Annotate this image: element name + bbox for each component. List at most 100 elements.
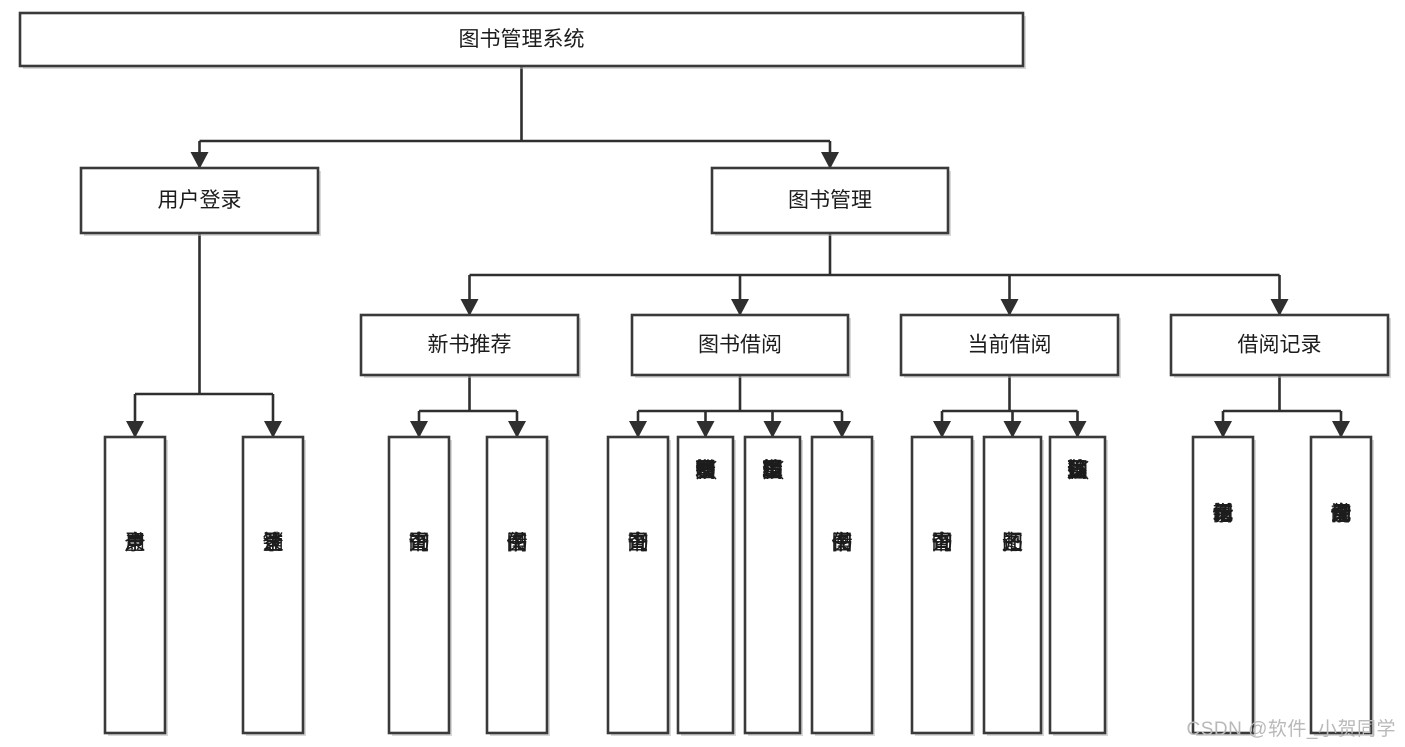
node-box[interactable] bbox=[79, 166, 320, 235]
nodes-layer: 图书管理系统用户登录图书管理新书推荐图书借阅当前借阅借阅记录用户登录用户登录注销… bbox=[18, 11, 1391, 736]
node-root[interactable]: 图书管理系统 bbox=[18, 11, 1026, 69]
node-label-char: 询 bbox=[628, 532, 649, 555]
node-box[interactable] bbox=[606, 435, 670, 735]
node-box[interactable] bbox=[810, 435, 874, 735]
node-box[interactable] bbox=[103, 435, 167, 735]
node-leaf-borrow-book[interactable]: 借阅图书借阅图书 bbox=[810, 435, 875, 736]
node-box[interactable] bbox=[1191, 435, 1255, 735]
node-leaf-query-book-rec[interactable]: 查询图书查询图书 bbox=[387, 435, 452, 736]
node-box[interactable] bbox=[1169, 313, 1390, 377]
node-box[interactable] bbox=[241, 435, 305, 735]
node-leaf-logout[interactable]: 注销登录注销登录 bbox=[241, 435, 306, 736]
node-label: 图书借阅 bbox=[698, 334, 782, 357]
node-label-char: 书 bbox=[628, 532, 649, 555]
arrow-head-icon bbox=[1332, 421, 1350, 438]
node-label-char: 查 bbox=[628, 532, 649, 555]
node-label: 图书管理 bbox=[788, 189, 872, 212]
node-label: 新书推荐 bbox=[428, 334, 512, 357]
node-label-char: 阅 bbox=[1213, 503, 1234, 526]
node-label: 图书管理系统 bbox=[459, 28, 585, 51]
node-box[interactable] bbox=[1309, 435, 1373, 735]
node-current-borrow[interactable]: 当前借阅 bbox=[899, 313, 1121, 378]
node-label-char: 录 bbox=[125, 532, 146, 555]
arrow-head-icon bbox=[460, 299, 479, 316]
node-label-char: 还 bbox=[1002, 532, 1023, 555]
node-box[interactable] bbox=[676, 435, 735, 735]
node-box[interactable] bbox=[910, 435, 974, 735]
node-label-char: 管 bbox=[1067, 459, 1088, 482]
arrow-head-icon bbox=[190, 152, 209, 169]
node-box[interactable] bbox=[485, 435, 549, 735]
node-label-char: ） bbox=[1066, 460, 1089, 481]
arrow-head-icon bbox=[763, 421, 782, 438]
node-label-char: 确 bbox=[1067, 459, 1088, 482]
node-label-char: 登 bbox=[263, 532, 284, 555]
node-box[interactable] bbox=[630, 313, 850, 377]
node-label: 借阅记录 bbox=[1238, 334, 1322, 357]
node-box[interactable] bbox=[743, 435, 802, 735]
node-label-char: 录 bbox=[1213, 503, 1234, 526]
node-label-char: 书 bbox=[695, 459, 716, 482]
node-box[interactable] bbox=[18, 11, 1025, 68]
arrow-head-icon bbox=[410, 421, 428, 438]
node-label-char: 理 bbox=[695, 459, 716, 482]
connectors-layer bbox=[126, 66, 1350, 438]
node-label-char: 查 bbox=[409, 532, 430, 555]
arrow-head-icon bbox=[821, 152, 839, 169]
node-label-char: 户 bbox=[125, 532, 146, 555]
arrow-head-icon bbox=[1270, 299, 1289, 316]
arrow-head-icon bbox=[1000, 299, 1019, 316]
node-label-char: 新 bbox=[695, 459, 716, 482]
arrow-head-icon bbox=[629, 421, 647, 438]
node-label-char: 阅 bbox=[1331, 503, 1352, 526]
node-box[interactable] bbox=[899, 313, 1120, 377]
node-label-char: 借 bbox=[507, 532, 528, 555]
arrow-head-icon bbox=[508, 421, 526, 438]
node-label-char: 录 bbox=[263, 532, 284, 555]
node-label-char: 图 bbox=[695, 459, 716, 482]
node-label-char: 书 bbox=[832, 532, 853, 555]
node-leaf-user-login[interactable]: 用户登录用户登录 bbox=[103, 435, 168, 736]
arrow-head-icon bbox=[833, 421, 851, 438]
node-label-char: 书 bbox=[409, 532, 430, 555]
node-box[interactable] bbox=[359, 313, 580, 377]
node-label-char: 管 bbox=[695, 459, 716, 482]
node-leaf-query-book-borrow[interactable]: 查询图书查询图书 bbox=[606, 435, 671, 736]
node-label: 用户登录 bbox=[158, 189, 242, 212]
node-label: 当前借阅 bbox=[968, 334, 1052, 357]
node-borrow-record[interactable]: 借阅记录 bbox=[1169, 313, 1391, 378]
node-leaf-query-record[interactable]: 查询借阅记录查询借阅记录 bbox=[1309, 435, 1374, 736]
arrow-head-icon bbox=[264, 421, 282, 438]
node-box[interactable] bbox=[710, 166, 950, 235]
node-leaf-return-book[interactable]: 归还图书归还图书 bbox=[982, 435, 1044, 736]
arrow-head-icon bbox=[126, 421, 144, 438]
node-label-char: ） bbox=[761, 460, 784, 481]
node-new-book-rec[interactable]: 新书推荐 bbox=[359, 313, 581, 378]
arrow-head-icon bbox=[1068, 421, 1087, 438]
node-label-char: （ bbox=[1066, 460, 1089, 481]
arrow-head-icon bbox=[696, 421, 715, 438]
node-book-borrow[interactable]: 图书借阅 bbox=[630, 313, 851, 378]
node-leaf-add-record[interactable]: 新增借阅记录新增借阅记录 bbox=[1191, 435, 1256, 736]
node-label-char: 归 bbox=[1067, 459, 1088, 482]
node-label-char: 理 bbox=[1067, 459, 1088, 482]
arrow-head-icon bbox=[731, 299, 749, 316]
node-label-char: 借 bbox=[832, 532, 853, 555]
node-label-char: 认 bbox=[1067, 459, 1088, 482]
node-box[interactable] bbox=[1048, 435, 1107, 735]
node-label-char: 书 bbox=[762, 459, 783, 482]
node-user-login[interactable]: 用户登录 bbox=[79, 166, 321, 236]
node-box[interactable] bbox=[387, 435, 451, 735]
node-leaf-borrow-book-rec[interactable]: 借阅图书借阅图书 bbox=[485, 435, 550, 736]
node-label-char: 记 bbox=[1331, 503, 1352, 526]
node-book-manage[interactable]: 图书管理 bbox=[710, 166, 951, 236]
node-box[interactable] bbox=[982, 435, 1043, 735]
node-label-char: 录 bbox=[1331, 503, 1352, 526]
node-label-char: 新 bbox=[1213, 503, 1234, 526]
node-leaf-query-book-cur[interactable]: 查询图书查询图书 bbox=[910, 435, 975, 736]
node-label-char: 注 bbox=[263, 532, 284, 555]
